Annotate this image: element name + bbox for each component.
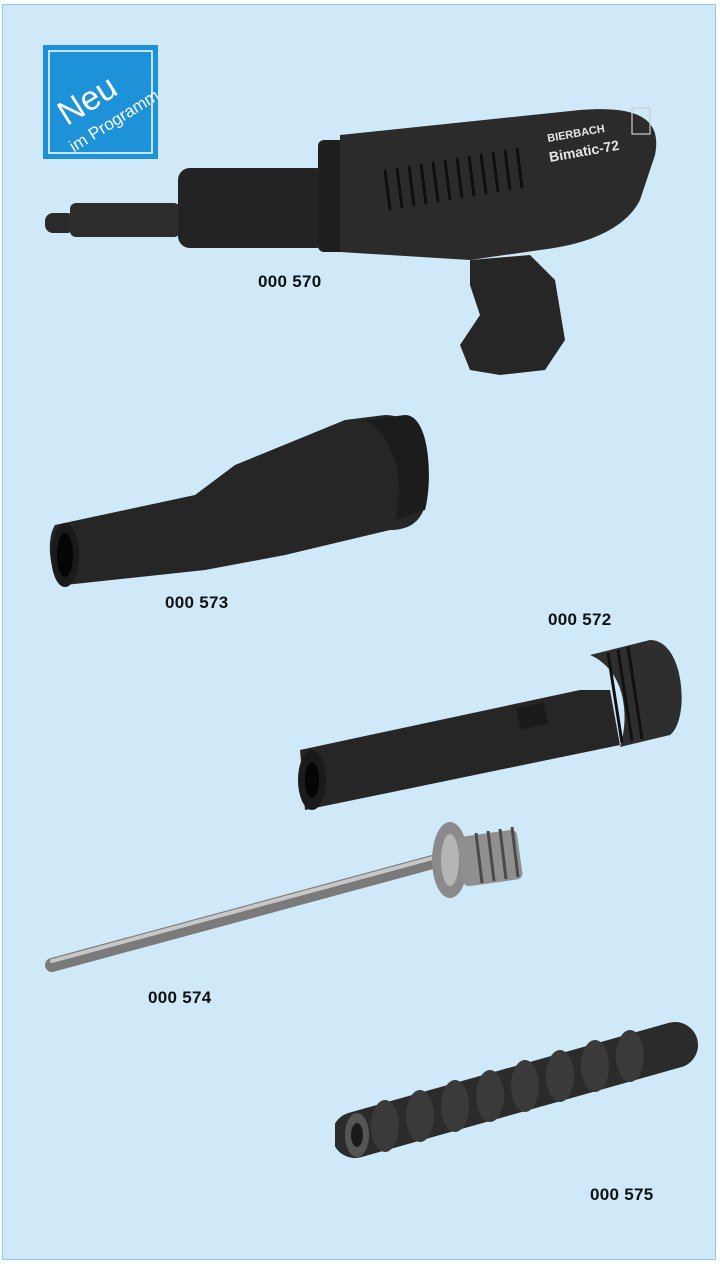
threaded-guide-image [298, 640, 682, 810]
driving-piston-image [45, 822, 523, 972]
product-code-575: 000 575 [590, 1185, 654, 1204]
product-code-573: 000 573 [165, 593, 229, 612]
piston-guide-image [49, 415, 429, 587]
nail-gun-image: BIERBACH Bimatic-72 [45, 107, 657, 375]
badge-frame: Neu im Programm [48, 50, 158, 156]
new-in-program-badge: Neu im Programm [43, 45, 158, 159]
buffer-image [335, 1022, 698, 1158]
product-code-570: 000 570 [258, 272, 322, 291]
product-code-572: 000 572 [548, 610, 612, 629]
product-code-574: 000 574 [148, 988, 212, 1007]
